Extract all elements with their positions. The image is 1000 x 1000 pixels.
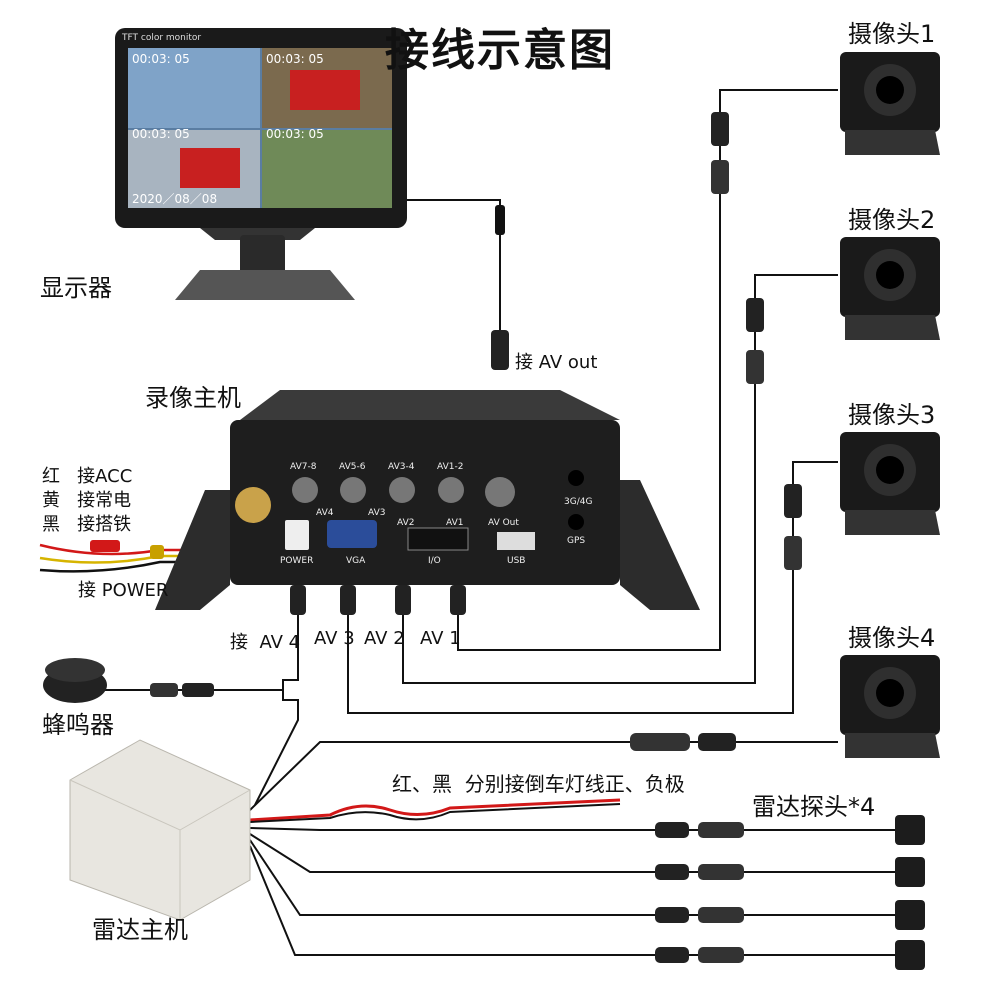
camera1-cable [457,89,838,651]
camera-4-label: 摄像头4 [848,624,936,652]
port-usb: USB [507,556,526,566]
port-vga: VGA [346,556,366,566]
port-av3-4: AV3-4 [388,462,415,472]
camera-3 [840,432,940,535]
page-title: 接线示意图 [385,25,615,76]
reverse-red-wire [249,798,621,822]
reverse-black-wire [249,803,621,823]
av4-cable [254,610,299,806]
port-av3: AV3 [368,508,386,518]
av-out-label: 接 AV out [515,352,598,373]
radar-host-label: 雷达主机 [92,916,188,944]
av-out-cable [405,199,501,335]
port-av5-6: AV5-6 [339,462,366,472]
buzzer [43,658,107,703]
av3-label: AV 3 [314,628,355,649]
av1-connector [450,585,466,615]
radar-probe-2 [895,857,925,887]
power-connect-label: 接 POWER [78,580,169,601]
av-out-connector [491,330,509,370]
monitor [115,28,407,300]
port-av4: AV4 [316,508,334,518]
port-av1: AV1 [446,518,464,528]
port-3g-4g: 3G/4G [564,497,593,507]
port-av2: AV2 [397,518,415,528]
radar-probes [895,815,925,970]
camera-1-label: 摄像头1 [848,20,936,48]
dvr-unit [155,390,700,610]
av3-connector [340,585,356,615]
av4-connector [290,585,306,615]
camera-3-label: 摄像头3 [848,401,936,429]
port-av-out: AV Out [488,518,519,528]
camera2-cable [402,274,838,684]
monitor-label: 显示器 [40,274,112,302]
monitor-timestamp-1: 00:03: 05 [132,52,190,66]
port-av7-8: AV7-8 [290,462,317,472]
av4-label: 接 AV 4 [230,632,301,653]
power-line-black: 黑 接搭铁 [42,514,132,535]
buzzer-label: 蜂鸣器 [42,711,114,739]
camera-4 [840,655,940,758]
monitor-date: 2020／08／08 [132,192,218,206]
radar-probe-3 [895,900,925,930]
monitor-timestamp-2: 00:03: 05 [266,52,324,66]
monitor-timestamp-4: 00:03: 05 [266,127,324,141]
power-line-yellow: 黄 接常电 [42,490,132,511]
camera-2-label: 摄像头2 [848,206,936,234]
radar-probe-4 [895,940,925,970]
power-harness [39,540,280,573]
radar-host-box [69,739,251,921]
dvr-label: 录像主机 [145,384,241,412]
av1-label: AV 1 [420,628,461,649]
power-legend: 红 接ACC 黄 接常电 黑 接搭铁 [42,465,132,537]
radar-probe-cables [249,822,900,963]
monitor-brand: TFT color monitor [122,33,202,43]
power-line-red: 红 接ACC [42,466,133,487]
camera-2 [840,237,940,340]
reverse-light-note: 红、黑 分别接倒车灯线正、负极 [392,772,685,796]
av2-connector [395,585,411,615]
camera3-cable [347,461,838,714]
radar-probe-1 [895,815,925,845]
radar-probe-label: 雷达探头*4 [752,793,876,821]
port-av1-2: AV1-2 [437,462,464,472]
camera-1 [840,52,940,155]
av2-label: AV 2 [364,628,405,649]
port-io: I/O [428,556,441,566]
port-gps: GPS [567,536,586,546]
monitor-timestamp-3: 00:03: 05 [132,127,190,141]
port-power: POWER [280,556,314,566]
